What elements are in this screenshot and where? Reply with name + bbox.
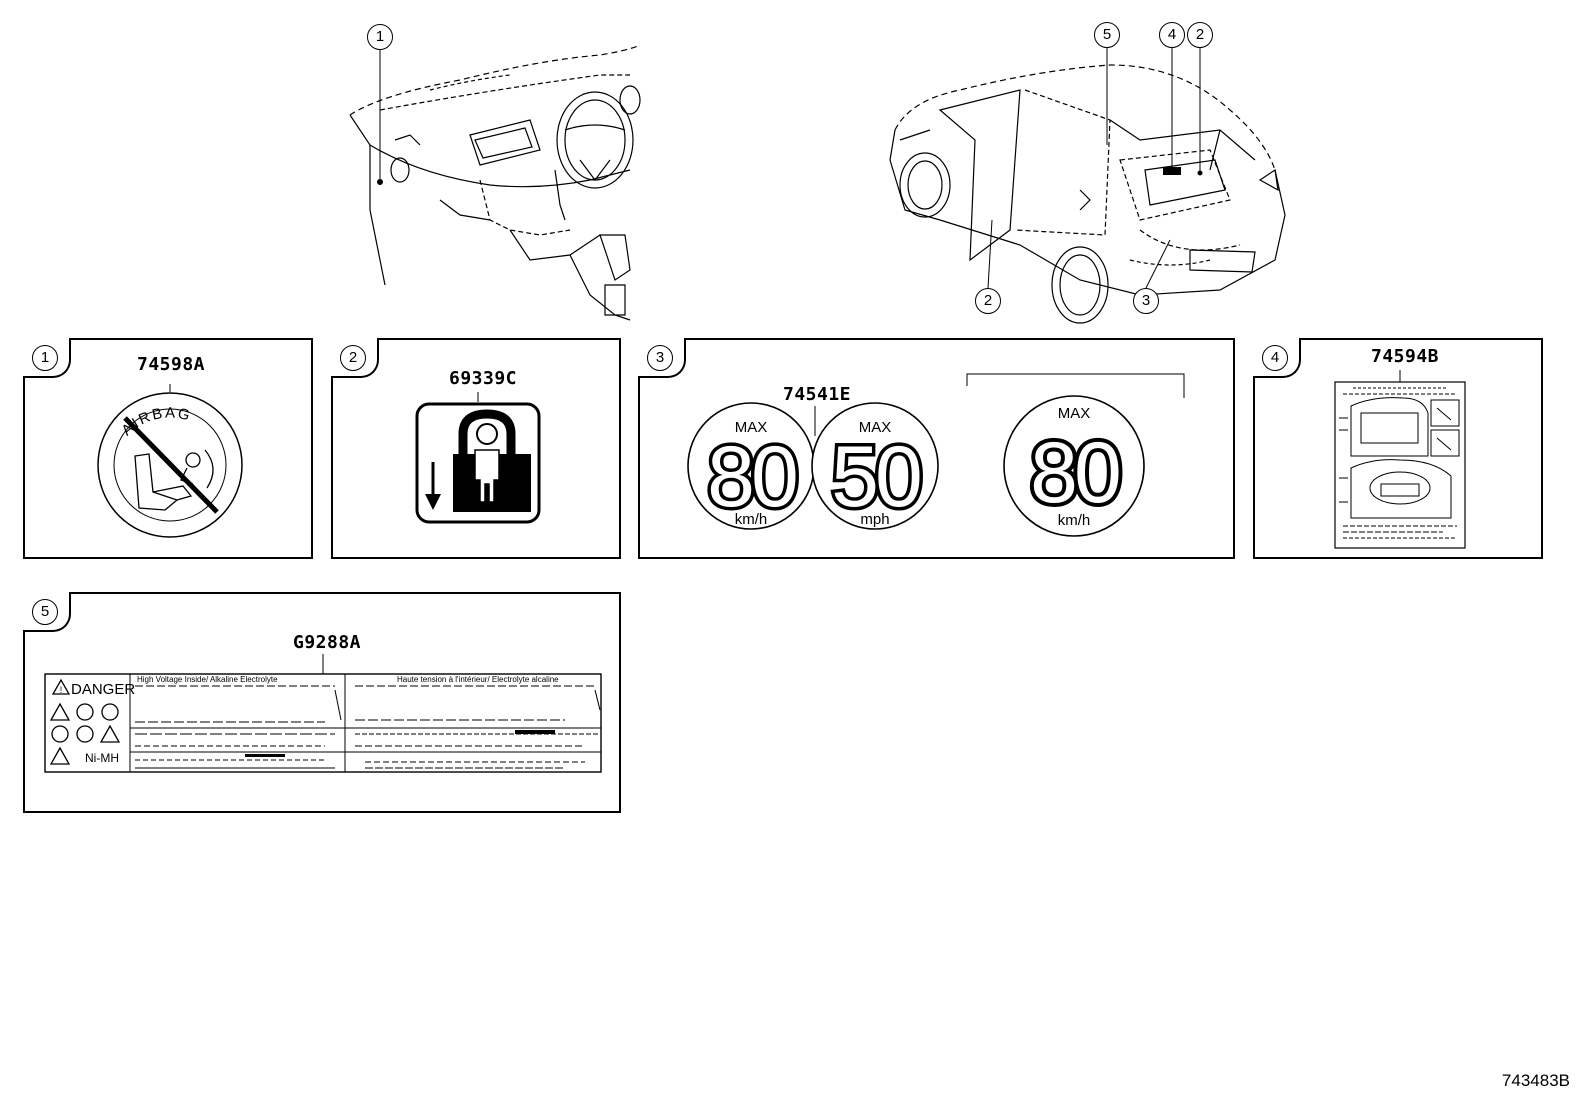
speed-limit-labels: MAX 80 km/h MAX 50 mph MAX 80 km/h	[687, 373, 1185, 537]
english-warning-text: High Voltage Inside/ Alkaline Electrolyt…	[137, 675, 278, 684]
panel-number: 4	[1262, 345, 1288, 371]
figure-id: 743483B	[1501, 1071, 1570, 1090]
svg-text:km/h: km/h	[735, 511, 768, 528]
panel-number: 1	[32, 345, 58, 371]
speed-sign-80-kmh-alt: MAX 80 km/h	[1003, 395, 1145, 537]
hybrid-battery-label: ! DANGER Ni-MH High Voltage Inside/ Alka…	[44, 654, 602, 773]
part-number: 74541E	[783, 384, 852, 405]
panel-tab: 2	[331, 338, 379, 378]
svg-text:mph: mph	[860, 511, 889, 528]
panel-tab: 4	[1253, 338, 1301, 378]
airbag-warning-label: AIRBAG	[97, 384, 243, 538]
dashboard-illustration	[349, 44, 641, 321]
part-number: 74598A	[137, 354, 206, 375]
danger-text: DANGER	[71, 681, 135, 698]
rear-callout-5: 5	[1094, 22, 1120, 48]
panel-tab: 3	[638, 338, 686, 378]
svg-text:80: 80	[1030, 425, 1119, 521]
dashboard-callout-1: 1	[367, 24, 393, 50]
nimh-text: Ni-MH	[85, 751, 119, 765]
svg-text:50: 50	[831, 429, 920, 525]
speed-sign-50-mph: MAX 50 mph	[811, 402, 939, 530]
rear-car-illustration	[889, 48, 1286, 324]
part-number: 69339C	[449, 368, 518, 389]
svg-text:km/h: km/h	[1058, 512, 1091, 529]
panel-number: 2	[340, 345, 366, 371]
panel-number: 3	[647, 345, 673, 371]
svg-text:!: !	[60, 685, 63, 695]
svg-text:MAX: MAX	[735, 419, 768, 436]
rear-callout-4: 4	[1159, 22, 1185, 48]
panel-airbag-label: 1 74598A AIRBAG	[23, 338, 313, 559]
rear-callout-2: 2	[1187, 22, 1213, 48]
child-lock-label	[415, 392, 541, 524]
svg-text:MAX: MAX	[1058, 405, 1091, 422]
panel-child-lock-label: 2 69339C	[331, 338, 621, 559]
panel-speed-limit-label: 3 74541E MAX 80 km/h MAX 50 mph MAX 80 k…	[638, 338, 1235, 559]
panel-tab: 5	[23, 592, 71, 632]
speed-sign-80-kmh: MAX 80 km/h	[687, 402, 815, 530]
panel-tab: 1	[23, 338, 71, 378]
french-warning-text: Haute tension à l'intérieur/ Electrolyte…	[397, 675, 559, 684]
trunk-info-label	[1334, 370, 1466, 549]
panel-trunk-info-label: 4 74594B	[1253, 338, 1543, 559]
svg-text:80: 80	[707, 429, 796, 525]
panel-number: 5	[32, 599, 58, 625]
part-number: G9288A	[293, 632, 362, 653]
rear-callout-3: 3	[1133, 288, 1159, 314]
svg-text:MAX: MAX	[859, 419, 892, 436]
rear-callout-2-lower: 2	[975, 288, 1001, 314]
part-number: 74594B	[1371, 346, 1440, 367]
panel-hybrid-battery-label: 5 G9288A ! DANGER Ni-MH High Voltage Ins…	[23, 592, 621, 813]
